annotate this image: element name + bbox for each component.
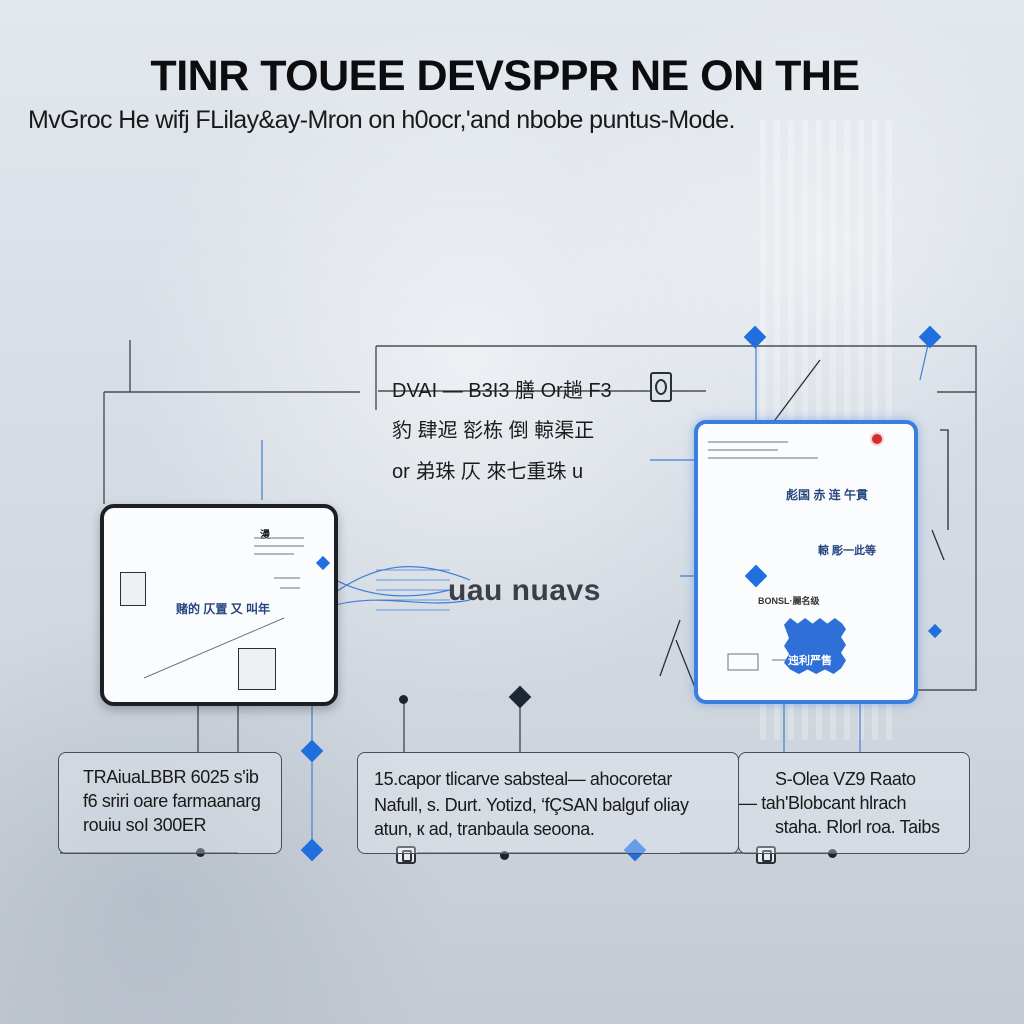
info-box-line: Nafull, s. Durt. Yotizd, ‘fÇSAN balguf o… [374, 795, 689, 815]
right-device-label: 輬 彫一此等 [818, 545, 877, 557]
connector-port-icon [756, 846, 776, 864]
right-device-sketch [708, 441, 818, 671]
info-box-line: f6 sriri oare farmaanarg [83, 791, 261, 811]
diagram-note-line: 豹 肆迡 彮栋 倒 輬渠正 [392, 420, 595, 442]
diagram-center-label: uau nuavs [448, 574, 601, 607]
node-dot-icon [399, 695, 408, 704]
node-dot-icon [196, 848, 205, 857]
record-indicator-icon [872, 434, 882, 444]
info-box-line: rouiu soI 300ER [83, 815, 207, 835]
document-thumbnail [238, 648, 276, 690]
badge-icon [650, 372, 672, 402]
node-dot-icon [500, 851, 509, 860]
left-device-sketch [143, 537, 304, 679]
connector-port-icon [396, 846, 416, 864]
info-box-line: atun, к аd, tranbaula seoona. [374, 819, 595, 839]
info-box-line: TRAiuaLBBR 6025 s'ib [83, 767, 259, 787]
right-device-label: BONSL·麗名级 [758, 596, 820, 606]
page-subtitle: MvGroc He wifj FLilay&ay-Mron on h0ocr,'… [28, 106, 735, 134]
info-box-line: — tah'Blobcant hlrach [739, 793, 907, 813]
info-box-left: TRAiuaLBBR 6025 s'ib f6 sriri oare farma… [58, 752, 282, 854]
left-device-corner-label: 漫 [260, 530, 270, 541]
info-box-line: 15.capor tlicarve sabsteal— ahocoretar [374, 769, 672, 789]
info-box-middle: 15.capor tlicarve sabsteal— ahocoretar N… [357, 752, 739, 854]
info-box-line: staha. Rlorl roa. Taibs [775, 817, 940, 837]
left-device-screen: 赌的 仄置 又 叫年 漫 [100, 504, 338, 706]
qr-thumbnail [120, 572, 146, 606]
seal-label: 迍利严售 [788, 655, 832, 667]
diagram-note-line: DVAI — B3I3 膳 Or趟 F3 [392, 380, 612, 402]
info-box-line: S-Olea VZ9 Raato [775, 769, 916, 789]
diagram-note-line: or 弟珠 仄 來七重珠 u [392, 461, 584, 483]
info-box-right: S-Olea VZ9 Raato — tah'Blobcant hlrach s… [738, 752, 970, 854]
right-device-label: 彪国 赤 连 午貫 [786, 488, 869, 502]
page-title: TINR TOUEE DEVSPPR NE ON THE [150, 52, 860, 100]
blue-seal-icon [784, 618, 846, 674]
left-device-label: 赌的 仄置 又 叫年 [176, 602, 271, 616]
